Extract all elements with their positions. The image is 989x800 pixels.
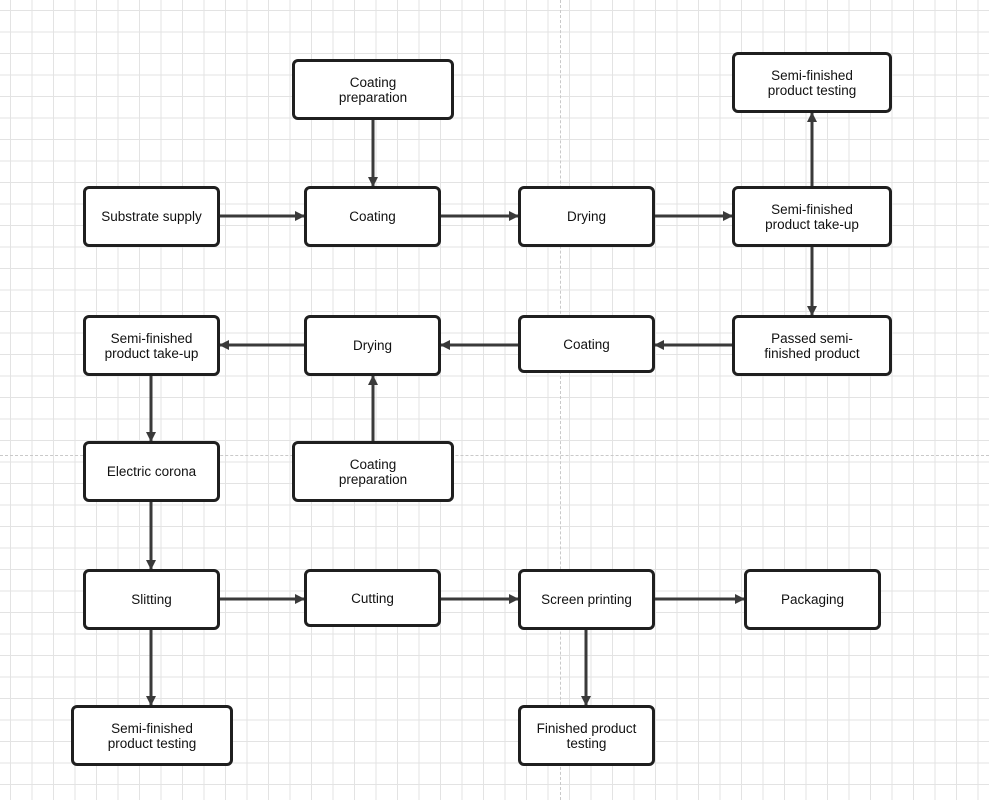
- canvas-guide-horizontal: [0, 455, 989, 456]
- node-coating-mid[interactable]: Coating: [518, 315, 655, 373]
- node-semi-finished-testing-top[interactable]: Semi-finished product testing: [732, 52, 892, 113]
- node-drying-mid[interactable]: Drying: [304, 315, 441, 376]
- node-slitting[interactable]: Slitting: [83, 569, 220, 630]
- node-cutting[interactable]: Cutting: [304, 569, 441, 627]
- node-semi-finished-take-up-right[interactable]: Semi-finished product take-up: [732, 186, 892, 247]
- node-semi-finished-testing-bottom[interactable]: Semi-finished product testing: [71, 705, 233, 766]
- node-finished-product-testing[interactable]: Finished product testing: [518, 705, 655, 766]
- canvas-guide-vertical: [560, 0, 561, 800]
- node-drying-top[interactable]: Drying: [518, 186, 655, 247]
- node-coating-preparation-mid[interactable]: Coating preparation: [292, 441, 454, 502]
- node-coating-preparation-top[interactable]: Coating preparation: [292, 59, 454, 120]
- node-coating-top[interactable]: Coating: [304, 186, 441, 247]
- node-electric-corona[interactable]: Electric corona: [83, 441, 220, 502]
- node-screen-printing[interactable]: Screen printing: [518, 569, 655, 630]
- node-packaging[interactable]: Packaging: [744, 569, 881, 630]
- node-passed-semi-finished[interactable]: Passed semi- finished product: [732, 315, 892, 376]
- node-semi-finished-take-up-left[interactable]: Semi-finished product take-up: [83, 315, 220, 376]
- node-substrate-supply[interactable]: Substrate supply: [83, 186, 220, 247]
